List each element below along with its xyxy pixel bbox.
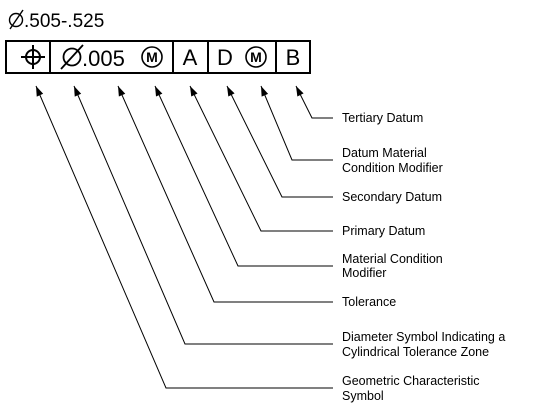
label-mc-modifier-line2: Modifier [342, 266, 386, 280]
svg-text:M: M [146, 49, 158, 65]
position-crosshair-icon [21, 45, 45, 69]
label-datum-modifier-line1: Datum Material [342, 146, 427, 160]
tolerance-value: .005 [82, 46, 125, 71]
dimension-callout: .505-.525 [8, 9, 104, 32]
label-tolerance: Tolerance [342, 295, 396, 309]
label-datum-modifier-line2: Condition Modifier [342, 161, 443, 175]
label-mc-modifier-line1: Material Condition [342, 252, 443, 266]
dimension-diameter-icon [8, 9, 24, 30]
tolerance-mmc-modifier-icon: M [141, 46, 163, 68]
label-tertiary-datum: Tertiary Datum [342, 111, 423, 125]
secondary-datum-letter: D [217, 45, 233, 70]
label-geometric-line1: Geometric Characteristic [342, 374, 480, 388]
primary-datum-letter: A [183, 45, 198, 70]
frame-diameter-icon [60, 44, 84, 70]
label-geometric-line2: Symbol [342, 389, 384, 403]
label-diameter-line2: Cylindrical Tolerance Zone [342, 345, 489, 359]
label-primary-datum: Primary Datum [342, 224, 425, 238]
label-diameter-line1: Diameter Symbol Indicating a [342, 330, 505, 344]
dimension-value: .505-.525 [24, 11, 104, 32]
feature-control-frame: .005 M A D M B [5, 40, 311, 74]
datum-mmc-modifier-icon: M [245, 46, 267, 68]
label-secondary-datum: Secondary Datum [342, 190, 442, 204]
svg-text:M: M [250, 49, 262, 65]
callout-labels: Tertiary Datum Datum Material Condition … [342, 111, 505, 403]
leader-lines [35, 85, 333, 389]
tertiary-datum-letter: B [286, 45, 301, 70]
